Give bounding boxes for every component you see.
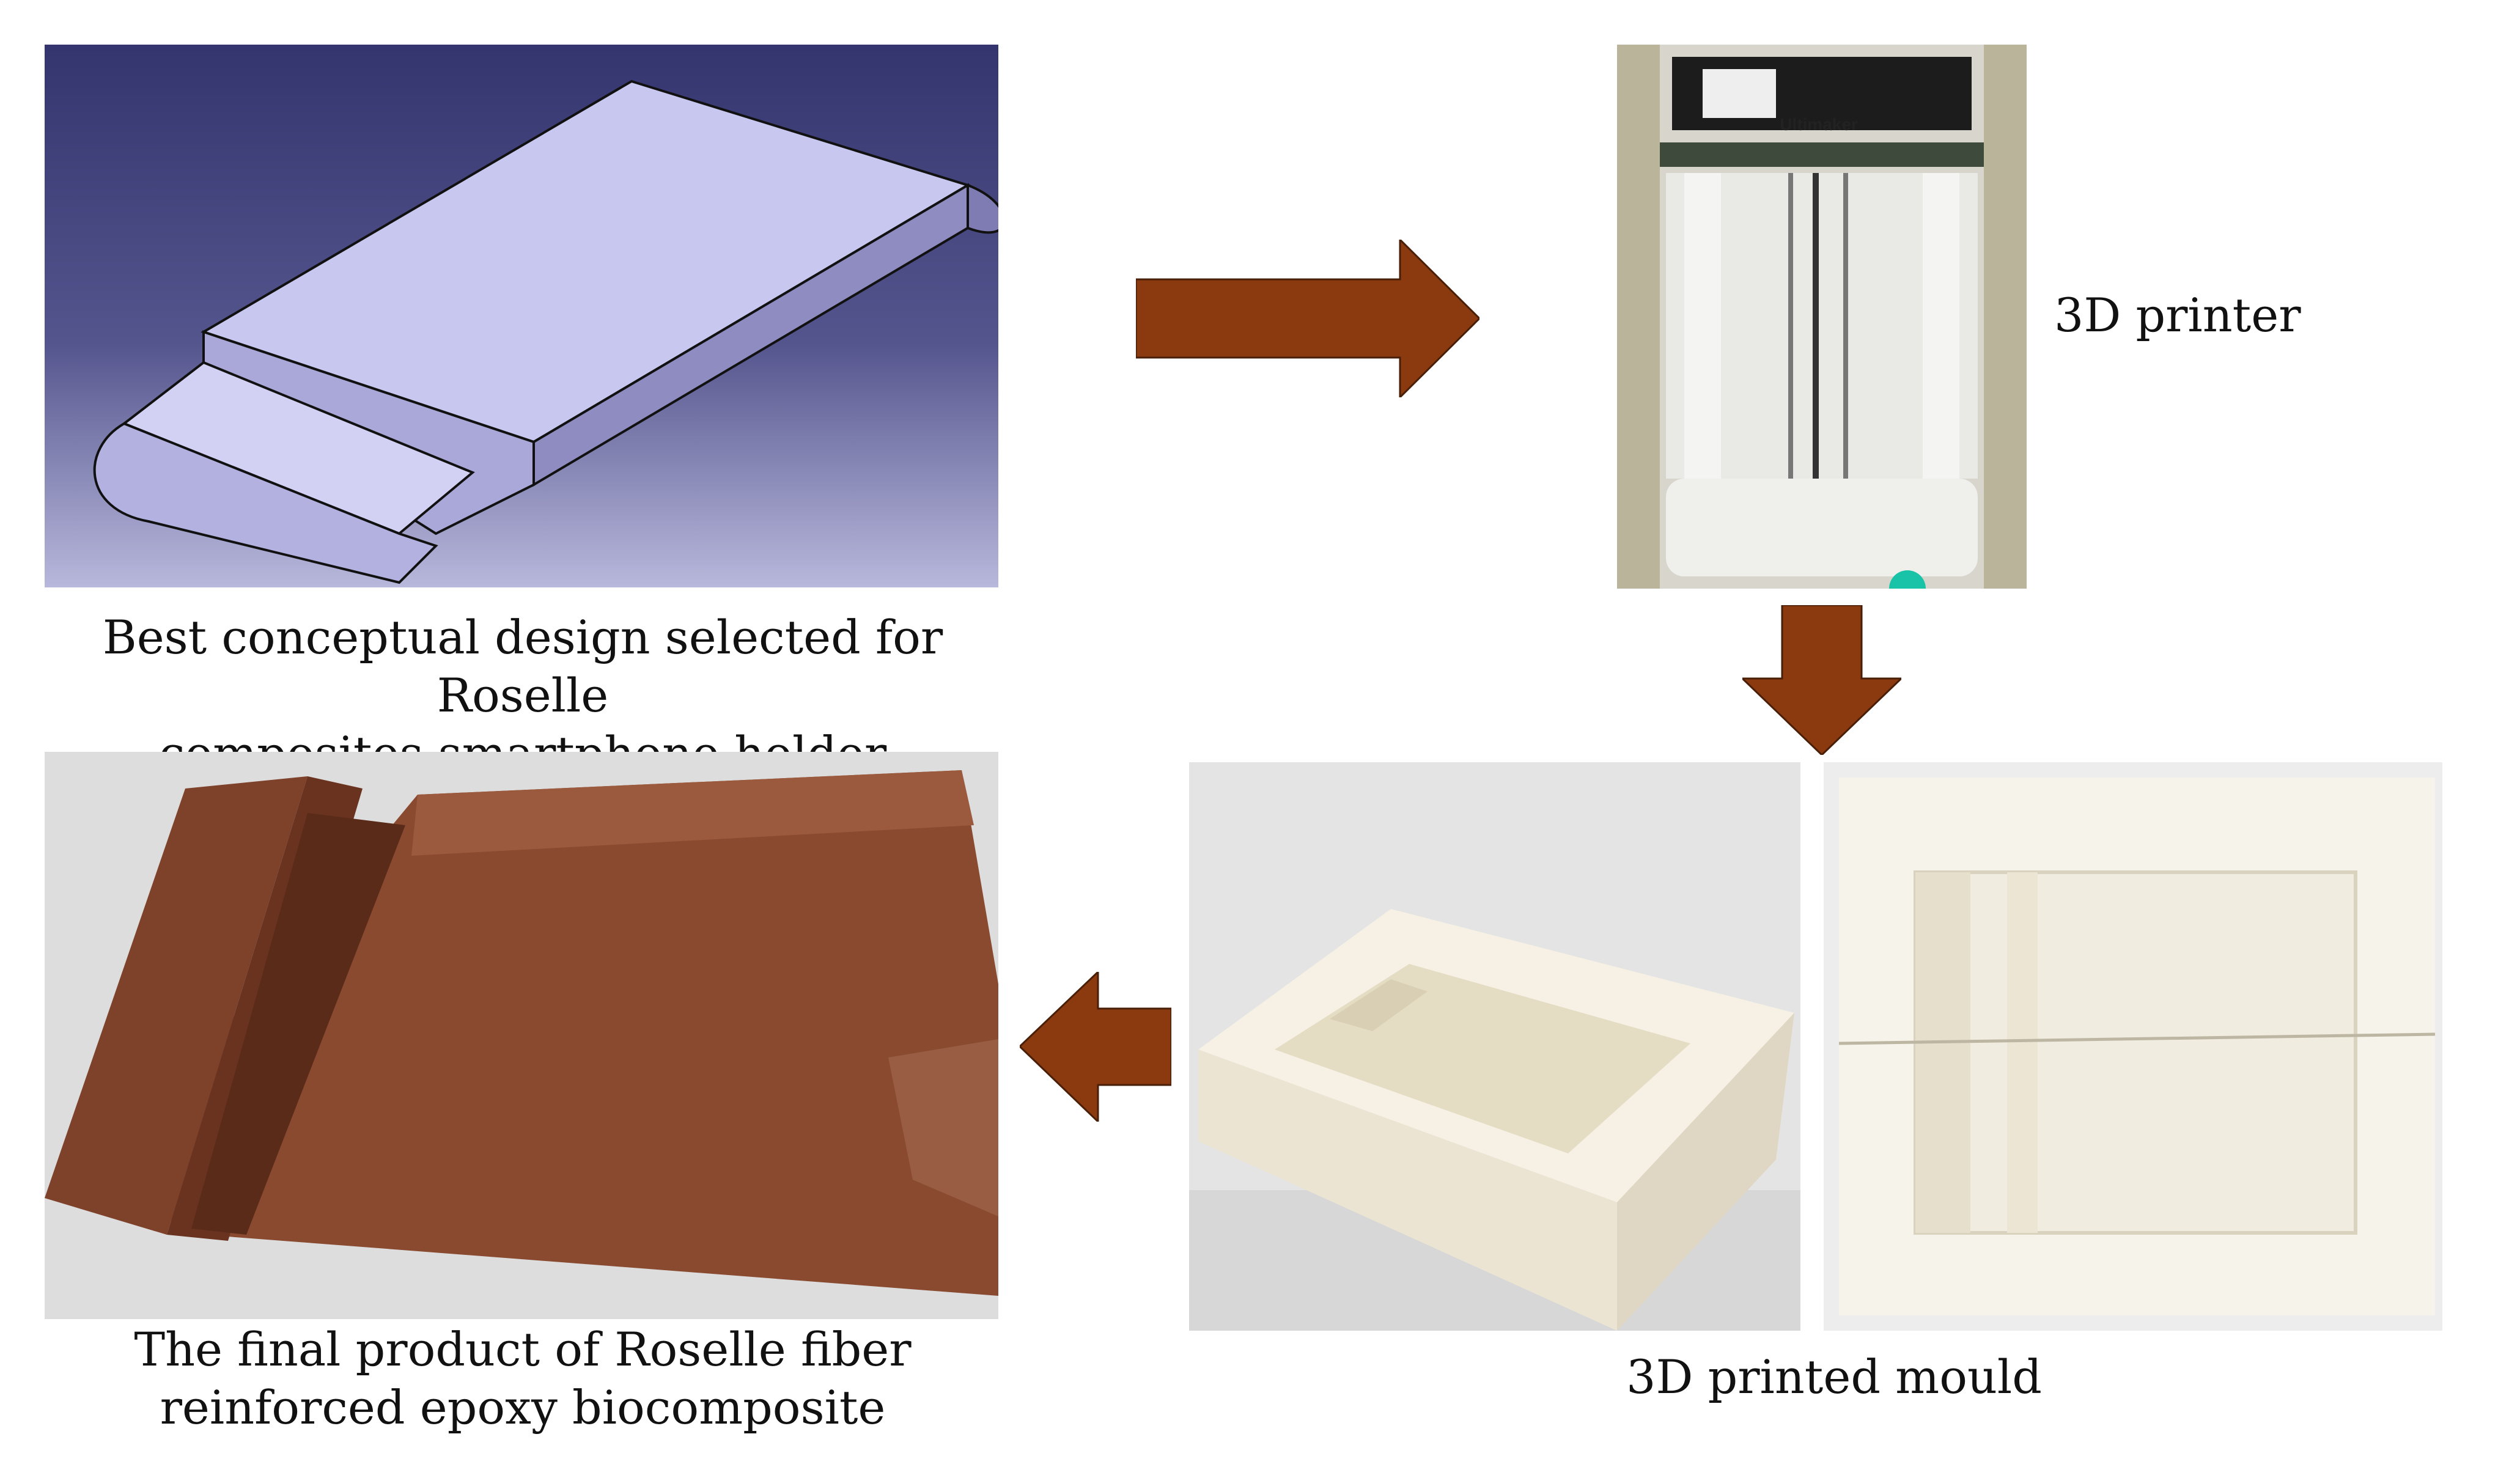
arrow-right xyxy=(1136,240,1479,397)
printer-caption-text: 3D printer xyxy=(2054,288,2301,342)
cad-design-caption-line-1: Best conceptual design selected for Rose… xyxy=(102,610,943,722)
cad-design-image xyxy=(45,45,998,587)
mould-photo-top xyxy=(1824,762,2442,1331)
printer-image: Ultimaker xyxy=(1617,45,2027,589)
arrow-left xyxy=(1020,972,1171,1122)
final-product-caption: The final product of Roselle fiber reinf… xyxy=(37,1320,1009,1436)
final-product-image xyxy=(45,752,998,1319)
printer-caption: 3D printer xyxy=(2054,286,2311,344)
mould-caption-text: 3D printed mould xyxy=(1626,1350,2042,1404)
final-product-caption-line-2: reinforced epoxy biocomposite xyxy=(160,1380,886,1435)
final-product-caption-line-1: The final product of Roselle fiber xyxy=(134,1322,912,1377)
arrow-down xyxy=(1742,605,1901,755)
mould-photo-angled xyxy=(1189,762,1800,1331)
printer-brand-label: Ultimaker xyxy=(1780,115,1858,134)
mould-caption: 3D printed mould xyxy=(1590,1348,2079,1406)
